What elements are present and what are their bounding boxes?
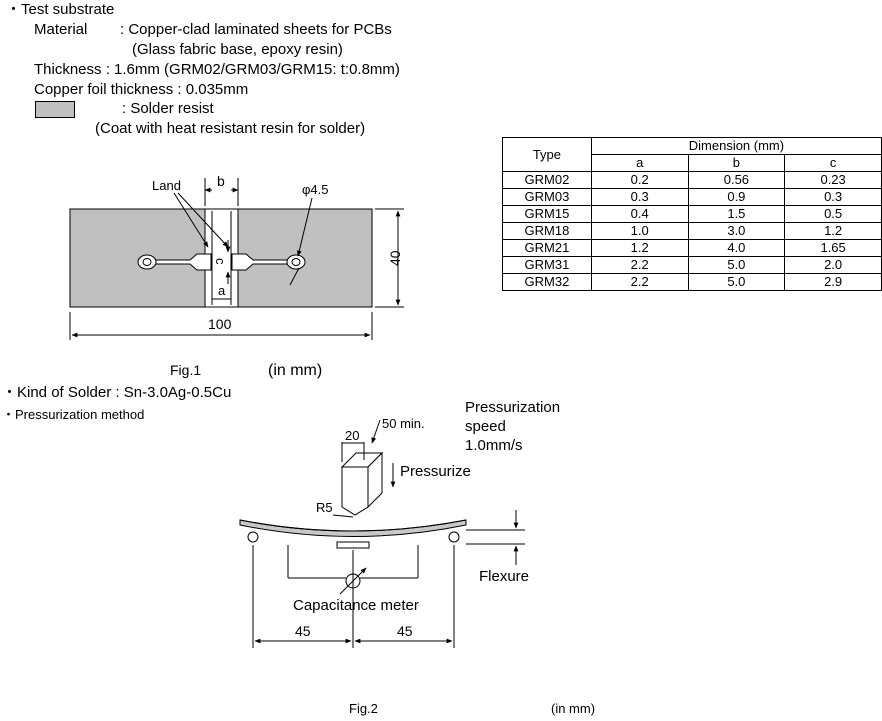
bent-board [239, 519, 467, 537]
dimension-cell: 2.9 [784, 273, 882, 291]
left-support [247, 531, 259, 543]
pressurization-method-label: ・Pressurization method [2, 407, 145, 422]
dimension-cell: 2.2 [590, 273, 689, 291]
solder-resist-label: : Solder resist [122, 100, 214, 117]
fig1-board [69, 208, 373, 308]
r5-label: R5 [316, 500, 333, 515]
pressurize-label: Pressurize [400, 463, 471, 480]
c-label: c [213, 258, 228, 265]
dim-20-label: 20 [345, 428, 359, 443]
speed-line2: speed [465, 418, 506, 435]
left-45-label: 45 [295, 623, 311, 639]
chip [336, 541, 370, 549]
material-label: Material [34, 21, 88, 38]
dimension-cell: 5.0 [687, 273, 786, 291]
pressing-jig [340, 451, 384, 516]
thickness-line: Thickness : 1.6mm (GRM02/GRM03/GRM15: t:… [34, 61, 400, 78]
material-note: (Glass fabric base, epoxy resin) [132, 41, 343, 58]
dimension-cell: 0.4 [590, 205, 689, 223]
solder-resist-swatch [35, 101, 75, 118]
width-label: 100 [208, 316, 232, 332]
fig2-caption: Fig.2 [349, 701, 378, 716]
speed-line3: 1.0mm/s [465, 437, 523, 454]
dimension-cell: 1.2 [784, 222, 882, 240]
right-45-label: 45 [397, 623, 413, 639]
fig2-unit: (in mm) [551, 701, 596, 716]
dimension-cell: 0.3 [784, 188, 882, 206]
dimension-cell: 0.2 [590, 171, 689, 189]
material-value: : Copper-clad laminated sheets for PCBs [120, 21, 392, 38]
capacitance-meter-label: Capacitance meter [293, 597, 419, 614]
flexure-label: Flexure [479, 568, 529, 585]
copper-foil-line: Copper foil thickness : 0.035mm [34, 81, 249, 98]
right-support [448, 531, 460, 543]
speed-line1: Pressurization [465, 399, 561, 416]
fig1-unit: (in mm) [268, 362, 323, 379]
dimension-cell: 0.9 [687, 188, 786, 206]
kind-of-solder: ・Kind of Solder : Sn-3.0Ag-0.5Cu [2, 384, 232, 401]
type-cell: GRM18 [502, 222, 592, 240]
land-label: Land [152, 178, 181, 193]
a-label: a [218, 283, 226, 298]
b-label: b [217, 173, 225, 189]
phi-label: φ4.5 [302, 182, 329, 197]
type-cell: GRM15 [502, 205, 592, 223]
type-cell: GRM32 [502, 273, 592, 291]
land-leader-right [177, 192, 229, 248]
dim-50-label: 50 min. [382, 416, 425, 431]
height-label: 40 [387, 250, 403, 266]
land-leader-left [173, 192, 209, 248]
test-substrate-heading: ・Test substrate [6, 1, 115, 18]
type-cell: GRM31 [502, 256, 592, 274]
type-header: Type [502, 137, 592, 172]
type-cell: GRM03 [502, 188, 592, 206]
solder-resist-note: (Coat with heat resistant resin for sold… [95, 120, 366, 137]
fig1-caption: Fig.1 [170, 362, 202, 378]
